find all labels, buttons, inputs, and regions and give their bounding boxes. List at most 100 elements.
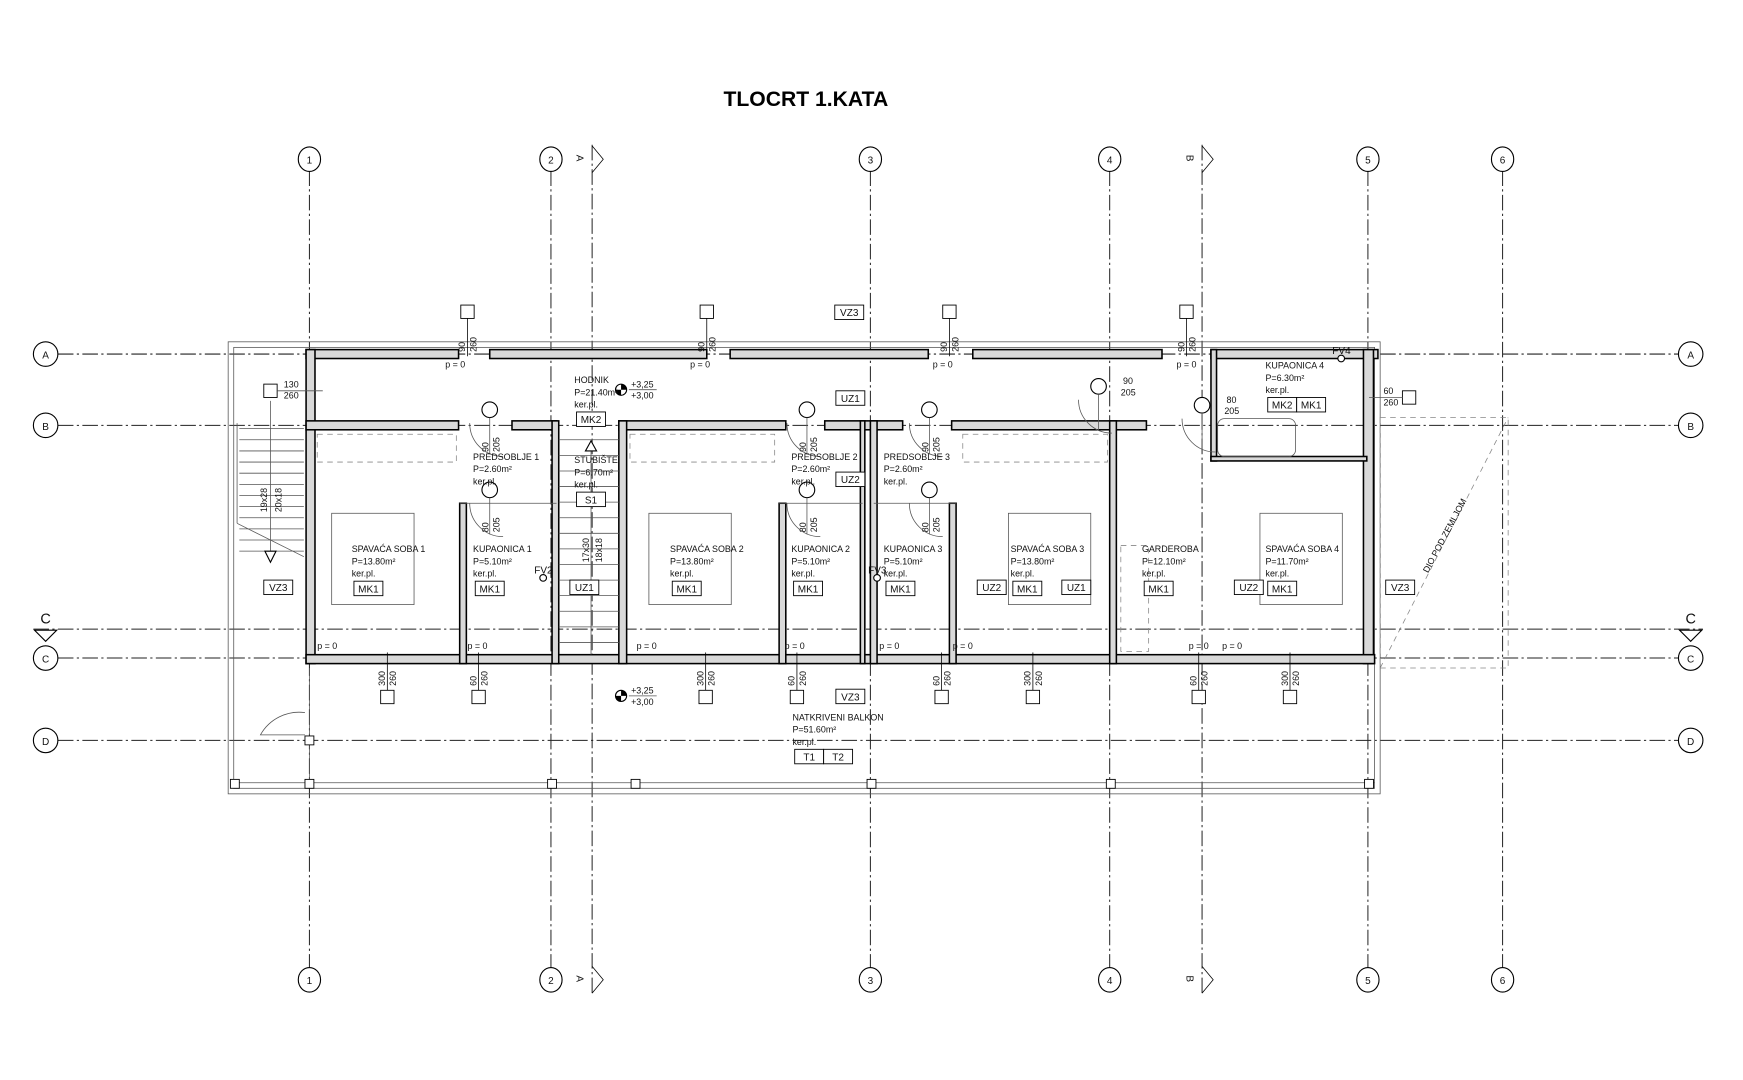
section-label: A bbox=[574, 975, 585, 982]
room-name: PREDSOBLJE 1 bbox=[473, 452, 539, 462]
grid-label-column: 4 bbox=[1107, 156, 1113, 167]
door-height: 205 bbox=[809, 517, 819, 532]
grid-bubble bbox=[32, 341, 59, 367]
door-swing bbox=[469, 503, 504, 538]
window-width: 300 bbox=[377, 671, 387, 686]
finish-tag bbox=[823, 748, 854, 765]
grid-label-column: 6 bbox=[1500, 976, 1506, 987]
sill-height-label: p = 0 bbox=[1176, 359, 1196, 369]
element-tag bbox=[569, 579, 600, 596]
room-name: GARDEROBA bbox=[1142, 544, 1199, 554]
room-area: P=2.60m² bbox=[473, 464, 512, 474]
finish-tag-label: MK1 bbox=[676, 584, 697, 595]
section-label: A bbox=[574, 155, 585, 162]
window-width: 130 bbox=[284, 379, 299, 389]
element-tag bbox=[835, 688, 866, 705]
ventilation-label: FV4 bbox=[1332, 346, 1351, 357]
door-swing bbox=[786, 423, 821, 457]
section-arrow bbox=[1201, 145, 1214, 173]
sill-height-label: p = 0 bbox=[317, 641, 337, 651]
element-tag bbox=[976, 579, 1007, 596]
grid-label-column: 1 bbox=[307, 156, 313, 167]
finish-tag bbox=[1267, 580, 1298, 597]
room-area: P=2.60m² bbox=[884, 464, 923, 474]
room-floor: ker.pl. bbox=[1142, 569, 1166, 579]
finish-tag-label: T2 bbox=[832, 752, 844, 763]
window-width: 300 bbox=[1280, 671, 1290, 686]
grid-label-row: D bbox=[1687, 737, 1694, 748]
window-height: 260 bbox=[468, 337, 478, 352]
door-width: 80 bbox=[920, 522, 930, 532]
finish-tag bbox=[474, 580, 505, 597]
grid-bubble bbox=[297, 146, 322, 173]
finish-tag bbox=[1296, 397, 1327, 413]
sill-height-label: p = 0 bbox=[690, 359, 710, 369]
window-height: 260 bbox=[388, 671, 398, 686]
window-width: 60 bbox=[1383, 386, 1393, 396]
room-floor: ker.pl. bbox=[574, 480, 598, 490]
stair-dimension: 18x18 bbox=[594, 538, 604, 562]
wall bbox=[1362, 348, 1375, 665]
grid-bubble bbox=[1490, 966, 1515, 993]
grid-bubble bbox=[32, 645, 59, 671]
room-name: KUPAONICA 2 bbox=[791, 544, 850, 554]
room-floor: ker.pl. bbox=[574, 400, 598, 410]
door-height: 205 bbox=[809, 437, 819, 452]
grid-label-column: 3 bbox=[868, 976, 874, 987]
door-height: 205 bbox=[492, 437, 502, 452]
finish-tag-label: MK2 bbox=[1272, 401, 1293, 412]
window-marker-icon bbox=[1179, 304, 1194, 319]
bed bbox=[1008, 512, 1092, 605]
level-bottom: +3,00 bbox=[631, 697, 654, 707]
grid-bubble bbox=[1098, 966, 1122, 993]
wardrobe bbox=[629, 433, 776, 463]
grid-label-column: 2 bbox=[548, 156, 554, 167]
window-width: 300 bbox=[695, 671, 705, 686]
door-swing bbox=[786, 503, 821, 538]
room-area: P=2.60m² bbox=[791, 464, 830, 474]
slab-outline bbox=[227, 341, 1381, 795]
grid-label-column: 6 bbox=[1500, 156, 1506, 167]
grid-bubble bbox=[1677, 645, 1704, 671]
zone-note: DIO POD ZEMLJOM bbox=[1421, 497, 1469, 575]
window-width: 60 bbox=[787, 676, 797, 686]
door-marker-icon bbox=[798, 401, 816, 419]
room-name: STUBIŠTE bbox=[574, 455, 618, 465]
wall bbox=[1210, 348, 1218, 462]
finish-tag-label: MK1 bbox=[890, 584, 911, 595]
wall bbox=[869, 420, 878, 665]
sill-height-label: p = 0 bbox=[933, 359, 953, 369]
stair-dimension: 20x18 bbox=[274, 488, 284, 512]
section-arrow bbox=[1678, 629, 1704, 643]
section-label: C bbox=[1685, 612, 1695, 628]
wall bbox=[1210, 455, 1368, 462]
door-marker-icon bbox=[1090, 378, 1107, 395]
ventilation-icon bbox=[539, 573, 548, 582]
door-width: 80 bbox=[1227, 395, 1237, 405]
grid-bubble bbox=[32, 412, 59, 439]
grid-bubble bbox=[1490, 146, 1515, 173]
element-tag-label: VZ3 bbox=[1391, 583, 1410, 594]
room-area: P=51.60m² bbox=[792, 725, 836, 735]
room-name: SPAVAĆA SOBA 1 bbox=[352, 544, 426, 554]
window-height: 260 bbox=[950, 337, 960, 352]
section-arrow bbox=[591, 145, 604, 173]
door-width: 80 bbox=[798, 522, 808, 532]
window-marker-icon bbox=[263, 383, 278, 398]
door-width: 80 bbox=[481, 522, 491, 532]
wall bbox=[948, 502, 957, 665]
room-floor: ker.pl. bbox=[1011, 569, 1035, 579]
door-swing bbox=[908, 503, 943, 538]
window-marker-icon bbox=[460, 304, 475, 319]
window-marker-icon bbox=[1401, 390, 1417, 405]
room-name: SPAVAĆA SOBA 2 bbox=[670, 544, 744, 554]
window-height: 260 bbox=[1187, 337, 1197, 352]
wall bbox=[305, 348, 316, 665]
